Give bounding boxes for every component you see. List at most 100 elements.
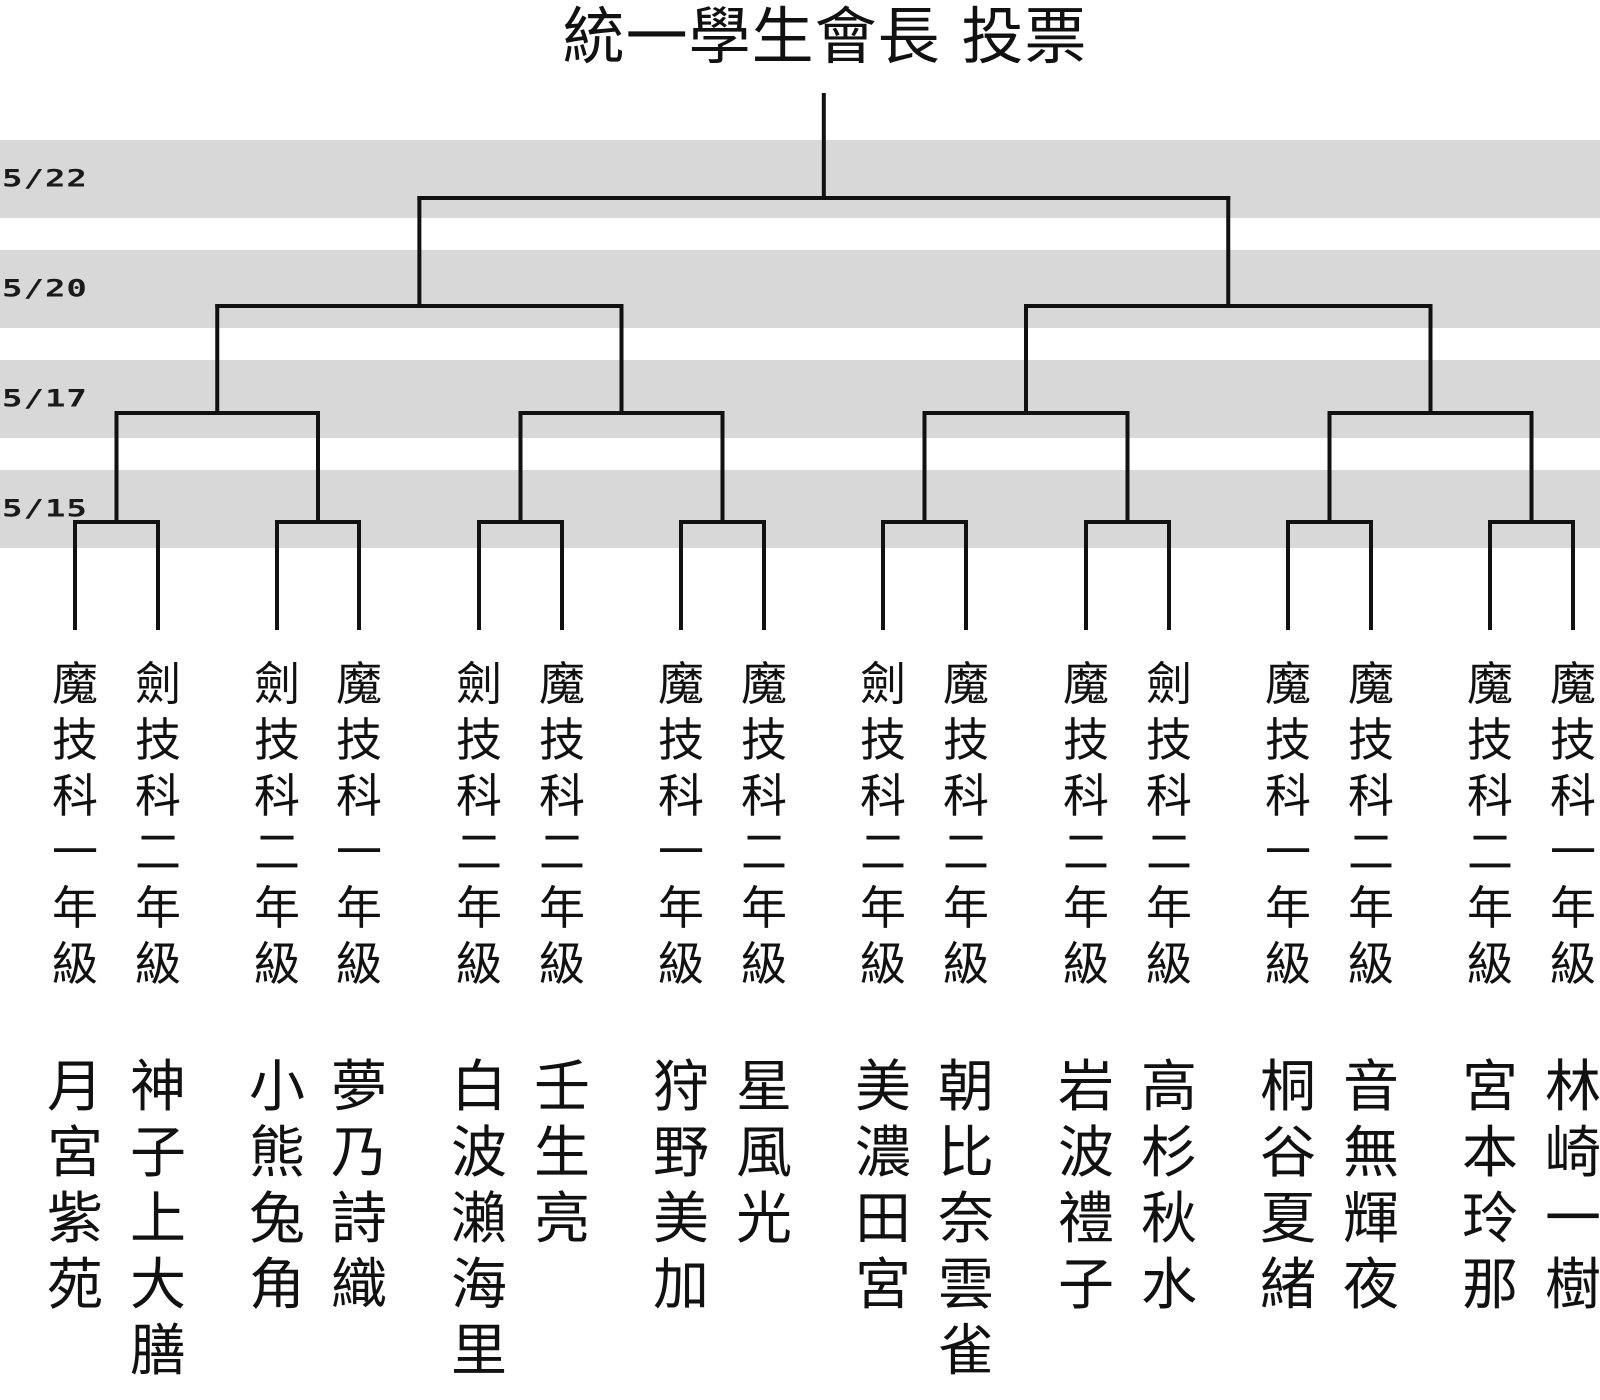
name-char: 波 — [451, 1121, 507, 1186]
class-char: 科 — [658, 769, 704, 823]
name-char: 里 — [451, 1319, 507, 1384]
class-char: 年 — [860, 881, 906, 935]
class-char: 年 — [1467, 881, 1513, 935]
name-char: 杉 — [1141, 1121, 1197, 1186]
round-band — [0, 470, 1600, 548]
name-char: 光 — [736, 1187, 792, 1252]
class-char: 技 — [336, 713, 382, 767]
class-char: 年 — [456, 881, 502, 935]
class-char: 一 — [1550, 825, 1596, 879]
name-char: 雀 — [938, 1319, 994, 1384]
class-char: 二 — [254, 825, 300, 879]
class-char: 級 — [860, 937, 906, 991]
class-char: 劍 — [254, 657, 300, 711]
class-char: 科 — [741, 769, 787, 823]
class-char: 二 — [135, 825, 181, 879]
class-char: 科 — [1146, 769, 1192, 823]
class-char: 二 — [943, 825, 989, 879]
class-char: 二 — [860, 825, 906, 879]
class-char: 級 — [135, 937, 181, 991]
class-char: 級 — [1550, 937, 1596, 991]
name-char: 樹 — [1545, 1253, 1600, 1318]
class-char: 科 — [1063, 769, 1109, 823]
round-date-label: 5/22 — [2, 165, 88, 193]
class-char: 一 — [336, 825, 382, 879]
class-char: 魔 — [336, 657, 382, 711]
name-char: 宮 — [47, 1121, 103, 1186]
candidate-name: 狩野美加 — [651, 1055, 711, 1319]
name-char: 野 — [653, 1121, 709, 1186]
class-char: 級 — [1063, 937, 1109, 991]
candidate-class: 魔技科一年級 — [329, 656, 389, 992]
name-char: 玲 — [1462, 1187, 1518, 1252]
name-char: 音 — [1343, 1055, 1399, 1120]
name-char: 加 — [653, 1253, 709, 1318]
class-char: 技 — [1265, 713, 1311, 767]
name-char: 本 — [1462, 1121, 1518, 1186]
name-char: 子 — [1058, 1253, 1114, 1318]
class-char: 技 — [741, 713, 787, 767]
class-char: 級 — [658, 937, 704, 991]
candidate-class: 魔技科二年級 — [532, 656, 592, 992]
class-char: 魔 — [52, 657, 98, 711]
class-char: 科 — [456, 769, 502, 823]
name-char: 風 — [736, 1121, 792, 1186]
candidate-class: 劍技科二年級 — [128, 656, 188, 992]
candidate-class: 劍技科二年級 — [1139, 656, 1199, 992]
class-char: 級 — [1467, 937, 1513, 991]
class-char: 科 — [52, 769, 98, 823]
name-char: 美 — [855, 1055, 911, 1120]
candidate-name: 夢乃詩織 — [329, 1055, 389, 1319]
class-char: 級 — [336, 937, 382, 991]
class-char: 科 — [135, 769, 181, 823]
class-char: 年 — [539, 881, 585, 935]
name-char: 角 — [249, 1253, 305, 1318]
candidate-class: 魔技科二年級 — [1056, 656, 1116, 992]
class-char: 級 — [741, 937, 787, 991]
class-char: 技 — [254, 713, 300, 767]
class-char: 一 — [658, 825, 704, 879]
name-char: 夢 — [331, 1055, 387, 1120]
class-char: 二 — [456, 825, 502, 879]
candidate-name: 月宮紫苑 — [45, 1055, 105, 1319]
name-char: 生 — [534, 1121, 590, 1186]
name-char: 高 — [1141, 1055, 1197, 1120]
round-band — [0, 360, 1600, 438]
candidate-class: 魔技科二年級 — [1341, 656, 1401, 992]
class-char: 年 — [135, 881, 181, 935]
class-char: 年 — [52, 881, 98, 935]
class-char: 魔 — [658, 657, 704, 711]
candidate-class: 魔技科二年級 — [936, 656, 996, 992]
name-char: 狩 — [653, 1055, 709, 1120]
class-char: 科 — [860, 769, 906, 823]
class-char: 技 — [52, 713, 98, 767]
name-char: 桐 — [1260, 1055, 1316, 1120]
name-char: 緒 — [1260, 1253, 1316, 1318]
class-char: 技 — [658, 713, 704, 767]
class-char: 技 — [1348, 713, 1394, 767]
round-band — [0, 250, 1600, 328]
name-char: 秋 — [1141, 1187, 1197, 1252]
name-char: 比 — [938, 1121, 994, 1186]
name-char: 田 — [855, 1187, 911, 1252]
name-char: 壬 — [534, 1055, 590, 1120]
name-char: 朝 — [938, 1055, 994, 1120]
name-char: 星 — [736, 1055, 792, 1120]
class-char: 一 — [1265, 825, 1311, 879]
name-char: 無 — [1343, 1121, 1399, 1186]
name-char: 宮 — [1462, 1055, 1518, 1120]
name-char: 波 — [1058, 1121, 1114, 1186]
name-char: 苑 — [47, 1253, 103, 1318]
name-char: 大 — [130, 1253, 186, 1318]
round-date-label: 5/17 — [2, 385, 88, 413]
candidate-name: 神子上大膳 — [128, 1055, 188, 1385]
class-char: 魔 — [1550, 657, 1596, 711]
class-char: 劍 — [456, 657, 502, 711]
class-char: 科 — [1265, 769, 1311, 823]
candidate-name: 岩波禮子 — [1056, 1055, 1116, 1319]
name-char: 兔 — [249, 1187, 305, 1252]
name-char: 紫 — [47, 1187, 103, 1252]
candidate-name: 音無輝夜 — [1341, 1055, 1401, 1319]
class-char: 年 — [1348, 881, 1394, 935]
class-char: 年 — [1063, 881, 1109, 935]
